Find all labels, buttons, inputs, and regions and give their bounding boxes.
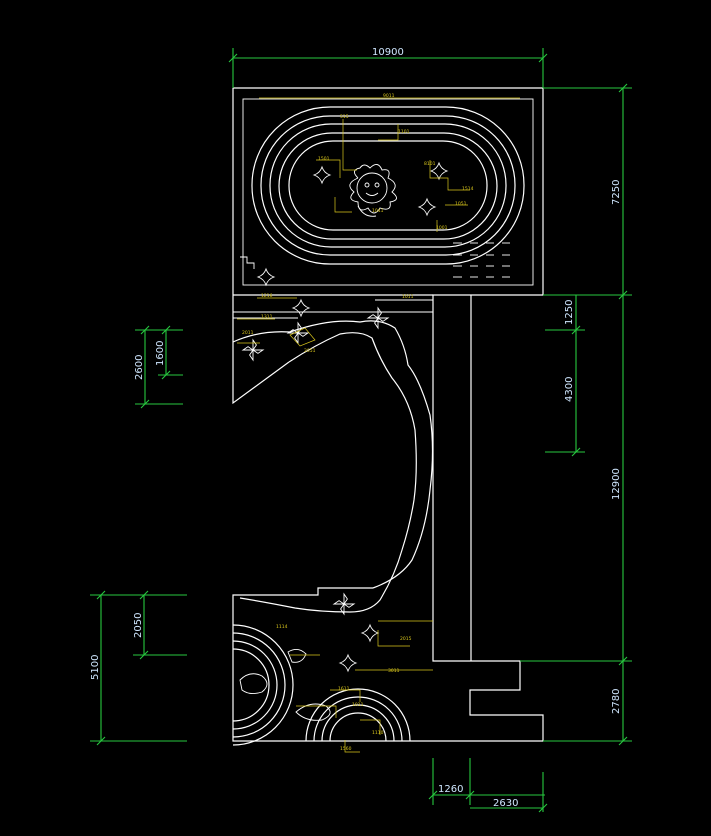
pinwheel-group xyxy=(241,306,390,616)
note-label: 1001 xyxy=(436,225,448,231)
dim-label-2600: 2600 xyxy=(134,355,145,380)
note-label: 2051 xyxy=(304,348,316,354)
note-label: 9011 xyxy=(383,93,395,99)
dim-label-top: 10900 xyxy=(372,47,404,58)
dim-label-1250: 1250 xyxy=(564,300,575,325)
arc-plaza-bottom xyxy=(295,688,411,742)
sparkle-icon xyxy=(360,623,380,643)
pinwheel-icon xyxy=(286,321,310,345)
annotation-leaders xyxy=(237,97,520,753)
sparkle-icon xyxy=(338,653,358,673)
note-label: 1560 xyxy=(340,746,352,752)
dim-label-right-lower: 2780 xyxy=(611,689,622,714)
note-label: 1011 xyxy=(402,294,414,300)
dimension-inner: 1250 4300 xyxy=(545,295,585,457)
running-track xyxy=(240,98,534,286)
sparkle-icon xyxy=(312,165,332,185)
note-label: 1011 xyxy=(352,702,364,708)
note-label: 1101 xyxy=(398,129,410,135)
note-label: 1216 xyxy=(261,293,273,299)
dim-label-1600: 1600 xyxy=(155,341,166,366)
note-label: 2011 xyxy=(242,330,254,336)
note-label: 1051 xyxy=(455,201,467,207)
note-label: 2015 xyxy=(400,636,412,642)
pinwheel-icon xyxy=(366,306,390,330)
dimension-bottom: 1260 2630 xyxy=(428,758,548,813)
sparkle-icon xyxy=(417,197,437,217)
note-label: 1514 xyxy=(462,186,474,192)
sun-face-icon xyxy=(349,164,397,217)
site-outline xyxy=(232,87,544,742)
dimension-right: 7250 12900 2780 xyxy=(520,83,632,746)
sparkle-icon xyxy=(256,267,276,287)
note-label: 515 xyxy=(340,114,349,120)
note-label: 1041 xyxy=(372,208,384,214)
dimension-left-bottom: 5100 2050 xyxy=(90,590,187,746)
pinwheel-icon xyxy=(332,592,356,616)
dim-label-2630: 2630 xyxy=(493,798,518,809)
dimension-left-top: 2600 1600 xyxy=(134,325,183,409)
dim-label-right-middle: 12900 xyxy=(611,468,622,500)
sparkle-group xyxy=(256,161,449,673)
note-label: 1501 xyxy=(318,156,330,162)
sparkle-icon xyxy=(429,161,449,181)
note-label: 1114 xyxy=(276,624,288,630)
arc-plaza-left xyxy=(232,624,307,746)
dim-label-4300: 4300 xyxy=(564,377,575,402)
winding-path xyxy=(232,299,434,613)
annotation-labels: 9011 515 1101 1501 8101 1514 1051 1041 1… xyxy=(242,93,474,752)
dim-label-right-upper: 7250 xyxy=(611,180,622,205)
dimension-top: 10900 xyxy=(228,47,548,88)
note-label: 1110 xyxy=(372,730,384,736)
note-label: 1611 xyxy=(338,686,350,692)
sparkle-icon xyxy=(291,298,311,318)
dim-label-5100: 5100 xyxy=(90,655,101,680)
note-label: 1311 xyxy=(261,314,273,320)
note-label: 3011 xyxy=(388,668,400,674)
dim-label-2050: 2050 xyxy=(133,613,144,638)
pinwheel-icon xyxy=(241,338,265,362)
note-label: 8101 xyxy=(424,161,436,167)
dim-label-1260: 1260 xyxy=(438,784,463,795)
